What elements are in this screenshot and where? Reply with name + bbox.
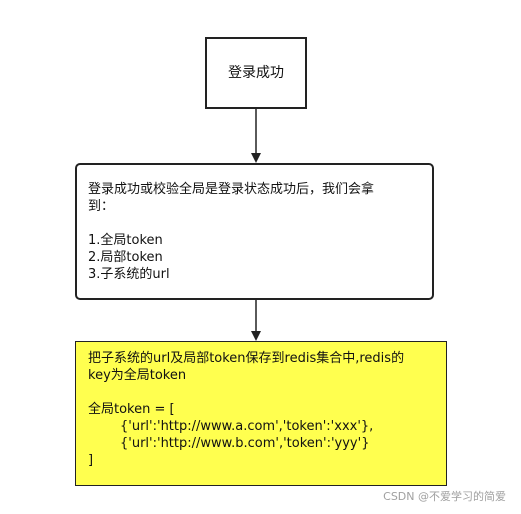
redis-storage-line: 全局token = [ [88, 402, 175, 417]
redis-storage-line: key为全局token [88, 368, 187, 383]
redis-storage-box: 把子系统的url及局部token保存到redis集合中,redis的 key为全… [75, 341, 447, 486]
token-result-line: 2.局部token [88, 250, 163, 265]
login-success-text: 登录成功 [228, 64, 284, 81]
token-result-box: 登录成功或校验全局是登录状态成功后，我们会拿 到： 1.全局token 2.局部… [75, 163, 434, 300]
token-result-line: 3.子系统的url [88, 267, 170, 282]
token-result-line: 到： [88, 199, 115, 214]
redis-storage-entry: {'url':'http://www.b.com','token':'yyy'} [120, 436, 370, 451]
redis-storage-entry: {'url':'http://www.a.com','token':'xxx'}… [120, 419, 374, 434]
redis-storage-line: 把子系统的url及局部token保存到redis集合中,redis的 [88, 351, 405, 366]
redis-storage-blank-line [88, 384, 436, 401]
login-success-box: 登录成功 [205, 37, 307, 109]
token-result-blank-line [88, 215, 422, 232]
watermark: CSDN @不爱学习的简爱 [383, 490, 506, 503]
token-result-line: 1.全局token [88, 233, 163, 248]
redis-storage-line: ] [88, 453, 94, 468]
token-result-line: 登录成功或校验全局是登录状态成功后，我们会拿 [88, 182, 375, 197]
